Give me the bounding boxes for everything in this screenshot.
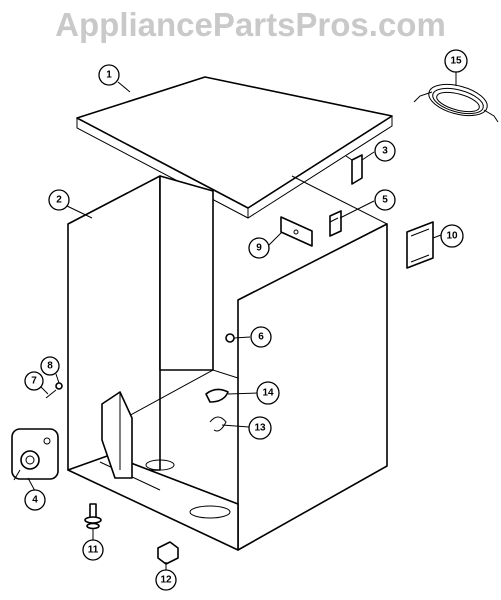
leader-lines: [27, 72, 457, 570]
svg-text:10: 10: [446, 231, 458, 242]
svg-text:14: 14: [262, 388, 274, 399]
svg-text:8: 8: [47, 361, 53, 372]
cover-14[interactable]: [205, 388, 229, 403]
callout-1: 1: [98, 64, 120, 86]
wire-harness-15[interactable]: [413, 79, 499, 123]
plate-9[interactable]: [280, 216, 313, 247]
svg-text:15: 15: [450, 56, 462, 67]
callout-15: 15: [444, 49, 468, 73]
top-panel[interactable]: [76, 76, 393, 219]
clamp-13[interactable]: [209, 416, 227, 432]
svg-text:5: 5: [382, 195, 388, 206]
nut-8[interactable]: [55, 382, 63, 390]
callout-13: 13: [248, 416, 272, 440]
plug-6[interactable]: [225, 333, 235, 343]
callout-7: 7: [24, 371, 44, 391]
svg-text:1: 1: [106, 70, 112, 81]
svg-text:2: 2: [56, 195, 62, 206]
callout-6: 6: [250, 326, 272, 348]
callout-14: 14: [256, 381, 280, 405]
svg-text:11: 11: [88, 545, 99, 556]
bracket-12[interactable]: [157, 541, 179, 565]
callout-9: 9: [248, 237, 270, 259]
callout-4: 4: [24, 489, 46, 511]
callout-5: 5: [374, 189, 396, 211]
callout-2: 2: [48, 189, 70, 211]
cabinet[interactable]: [67, 175, 388, 551]
svg-text:4: 4: [32, 495, 38, 506]
panel-10[interactable]: [406, 221, 434, 269]
svg-text:12: 12: [160, 575, 172, 586]
screw-7[interactable]: [45, 389, 57, 399]
bracket-5[interactable]: [329, 210, 342, 237]
callout-8: 8: [40, 356, 60, 376]
watermark-text: AppliancePartsPros.com: [55, 6, 446, 43]
callout-12: 12: [155, 569, 177, 591]
callout-3: 3: [374, 140, 396, 162]
switch-assembly-4[interactable]: [11, 428, 59, 481]
svg-text:9: 9: [256, 243, 262, 254]
svg-text:7: 7: [31, 376, 37, 387]
leveling-foot-11[interactable]: [84, 503, 102, 530]
svg-text:3: 3: [382, 146, 388, 157]
callout-10: 10: [440, 224, 464, 248]
svg-text:13: 13: [254, 423, 266, 434]
callout-11: 11: [82, 539, 104, 561]
clip-3[interactable]: [345, 154, 363, 185]
svg-text:6: 6: [258, 332, 264, 343]
